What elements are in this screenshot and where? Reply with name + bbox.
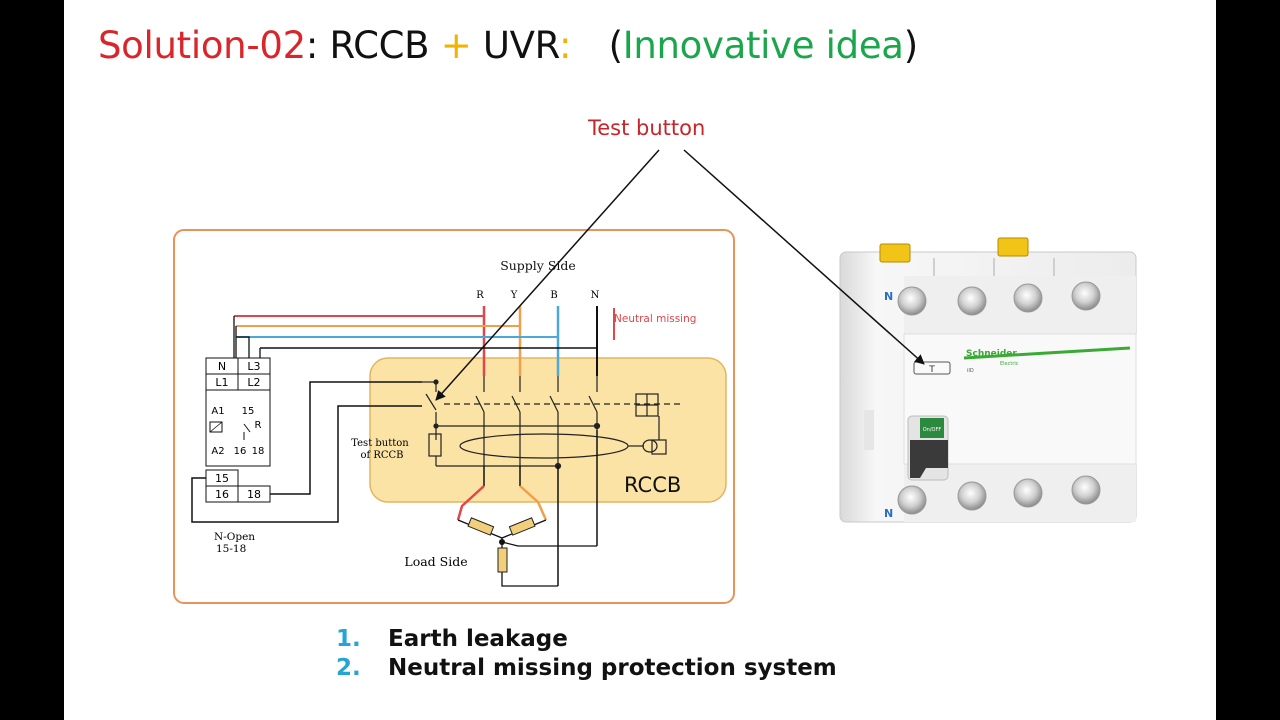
of-rccb-label: of RCCB [360,450,403,461]
n-open-terminals: 15-18 [216,543,246,555]
device-n-top: N [884,290,893,303]
terminal-15: 15 [215,472,229,485]
list-item: 2. Neutral missing protection system [336,655,837,681]
arrow-to-diagram-test [435,149,660,401]
slide: Solution-02: RCCB + UVR: (Innovative ide… [64,0,1216,720]
title-colon-2: : [558,24,572,67]
title-colon-1: : [305,24,319,67]
rccb-label: RCCB [624,473,681,497]
relay-16: 16 [234,446,247,457]
slide-title: Solution-02: RCCB + UVR: (Innovative ide… [98,24,918,67]
points-list: 1. Earth leakage 2. Neutral missing protec… [336,626,837,684]
phase-b-label: B [550,290,557,301]
title-rccb: RCCB [329,24,430,67]
rccb-device-photo: N N T Schneider Electric iID On/OFF [839,237,1137,523]
relay-l2: L2 [247,376,260,389]
uvr-relay: N L3 L1 L2 A1 15 R A2 16 18 15 16 18 [205,357,271,503]
title-paren-open: ( [608,24,623,67]
device-handle-text: On/OFF [923,427,942,433]
relay-a1: A1 [211,406,224,417]
test-button-of-label: Test button [351,438,409,449]
device-model: iID [967,368,974,374]
wire-18-to-test [270,381,422,495]
arrow-to-device-test [683,149,925,365]
relay-l1: L1 [215,376,228,389]
relay-a2: A2 [211,446,224,457]
wiring-diagram: Supply Side R Y B N Neutral missing [173,149,1137,604]
supply-side-label: Supply Side [500,258,576,273]
neutral-missing-label: Neutral missing [614,313,696,325]
device-brand-sub: Electric [1000,361,1019,367]
list-number: 1. [336,626,361,652]
device-test-mark: T [928,365,935,375]
n-open-label: N-Open [214,531,255,543]
load-side-label: Load Side [404,554,467,569]
list-text: Earth leakage [388,626,568,652]
phase-y-label: Y [510,290,518,301]
relay-15: 15 [242,406,255,417]
terminal-16: 16 [215,488,229,501]
relay-n: N [218,360,226,373]
test-button-callout: Test button [588,116,706,140]
wire-15-to-test [191,405,422,523]
list-number: 2. [336,655,361,681]
relay-18: 18 [252,446,265,457]
list-item: 1. Earth leakage [336,626,837,652]
title-plus: + [440,24,472,67]
load-star [456,430,598,587]
title-innovative: Innovative idea [622,24,904,67]
relay-l3: L3 [247,360,260,373]
phase-n-label: N [591,290,600,301]
relay-r: R [255,420,262,431]
title-solution: Solution-02 [98,24,306,67]
device-brand: Schneider [966,349,1017,359]
title-paren-close: ) [903,24,918,67]
rccb-internals [422,376,684,470]
device-n-bottom: N [884,507,893,520]
list-text: Neutral missing protection system [388,655,837,681]
title-uvr: UVR [482,24,559,67]
phase-r-label: R [476,290,484,301]
terminal-18: 18 [247,488,261,501]
device-test-button [913,361,951,375]
